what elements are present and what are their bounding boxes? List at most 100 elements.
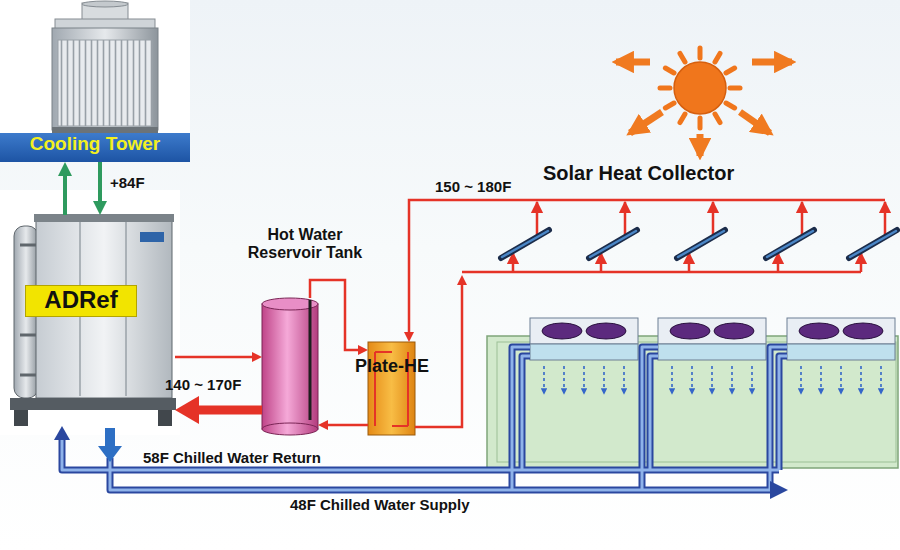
cooling-tower-drawing (0, 0, 190, 162)
cooling-tower-drawing (0, 0, 190, 162)
chilled-water-pipes (54, 347, 788, 499)
cold-air-arrows (603, 366, 605, 394)
solar-panels (677, 230, 725, 258)
fan-coil-units (714, 323, 754, 339)
pipe-connector (404, 200, 455, 342)
solar-panels (502, 231, 896, 257)
tank-drawing (262, 298, 318, 435)
solar-panels (678, 231, 724, 257)
cold-air-arrows (880, 366, 882, 394)
cold-air-arrows (860, 366, 862, 394)
collector-piping (801, 202, 804, 236)
sunlight-arrows (697, 134, 704, 156)
pipe-line (192, 406, 262, 415)
tank-drawing (309, 300, 312, 420)
solar-panels (849, 230, 897, 258)
chilled-water-pipes (770, 347, 787, 490)
chilled-water-pipes (62, 438, 779, 470)
chilled-water-pipes (105, 428, 115, 446)
cold-air-arrows (711, 366, 713, 394)
plate-exchanger-drawing (368, 342, 415, 435)
chilled-water-pipes (650, 356, 658, 470)
cooling-tower-drawing (82, 1, 128, 7)
solar-panels (502, 231, 548, 257)
arrow-head (175, 396, 199, 424)
chilled-water-pipes (779, 356, 787, 470)
solar-panels (589, 230, 637, 258)
temperature-label: 150 ~ 180F (435, 178, 511, 195)
fan-coil-units (799, 323, 839, 339)
node-label: Hot Water Reservoir Tank (240, 226, 370, 262)
sunlight-arrows (752, 59, 792, 66)
sun-symbol (715, 114, 720, 123)
adref-machine-drawing (158, 410, 172, 426)
pipe-line (63, 172, 67, 215)
solar-panels (766, 230, 814, 258)
pipe-label: 58F Chilled Water Return (143, 449, 321, 466)
sunlight-arrows (740, 112, 770, 133)
cold-air-arrows (543, 366, 545, 394)
collector-piping (455, 199, 885, 202)
pipe-line (325, 424, 368, 427)
sun-symbol (698, 118, 703, 128)
arrow-head (58, 162, 72, 176)
pipe-connector (93, 162, 107, 215)
arrow-head (252, 352, 262, 362)
solar-panels (501, 230, 897, 258)
conditioned-room (487, 336, 898, 468)
chilled-water-pipes (770, 481, 788, 499)
collector-piping (884, 202, 887, 236)
collector-piping (688, 253, 691, 272)
collector-piping (860, 253, 863, 272)
collector-piping (536, 202, 539, 236)
adref-machine-drawing (14, 410, 28, 426)
cold-air-arrows (583, 366, 585, 394)
solar-panels (850, 231, 896, 257)
collector-piping (624, 202, 627, 236)
chilled-water-pipes (522, 356, 530, 470)
pipe-line (415, 282, 462, 427)
cold-air-arrows (820, 366, 822, 394)
fan-coil-units (542, 323, 582, 339)
chilled-water-pipes (54, 426, 70, 440)
cooling-tower-box: Cooling Tower (0, 0, 190, 162)
collector-piping (600, 253, 603, 272)
node-label: Cooling Tower (0, 133, 190, 162)
temperature-label: +84F (110, 174, 145, 191)
sun-symbol (726, 68, 735, 73)
pipe-label: 48F Chilled Water Supply (290, 496, 469, 513)
adref-machine-drawing (0, 190, 180, 435)
collector-piping (712, 202, 715, 236)
sun-symbol (715, 53, 720, 62)
collector-piping (512, 253, 515, 272)
arrow-head (404, 332, 414, 342)
adref-machine-drawing (34, 214, 174, 222)
fan-coil-units (530, 318, 638, 344)
cold-air-arrows (623, 366, 625, 394)
sun-symbol (660, 48, 740, 128)
plate-exchanger-drawing (368, 342, 415, 435)
cold-air-arrows (751, 366, 753, 394)
fan-coil-units (658, 318, 766, 344)
fan-coil-units (843, 323, 883, 339)
cold-air-arrows (544, 366, 881, 394)
sunlight-arrows (616, 62, 792, 156)
cooling-tower-drawing (58, 40, 152, 126)
sunlight-arrows (630, 112, 662, 133)
chilled-water-pipes (62, 347, 787, 490)
cold-air-arrows (691, 366, 693, 394)
fan-coil-units (530, 318, 895, 360)
fan-coil-units (787, 344, 895, 360)
adsorption-chiller: ADRef (10, 215, 175, 428)
arrow-head (358, 345, 368, 355)
pipe-connector (58, 162, 72, 215)
sun-symbol (665, 103, 674, 108)
adref-machine-drawing (0, 190, 180, 435)
sun-symbol (660, 48, 740, 128)
sunlight-arrows (616, 59, 650, 66)
cold-air-arrows (840, 366, 842, 394)
chilled-water-pipes (62, 347, 787, 490)
chilled-water-pipes (642, 347, 658, 490)
